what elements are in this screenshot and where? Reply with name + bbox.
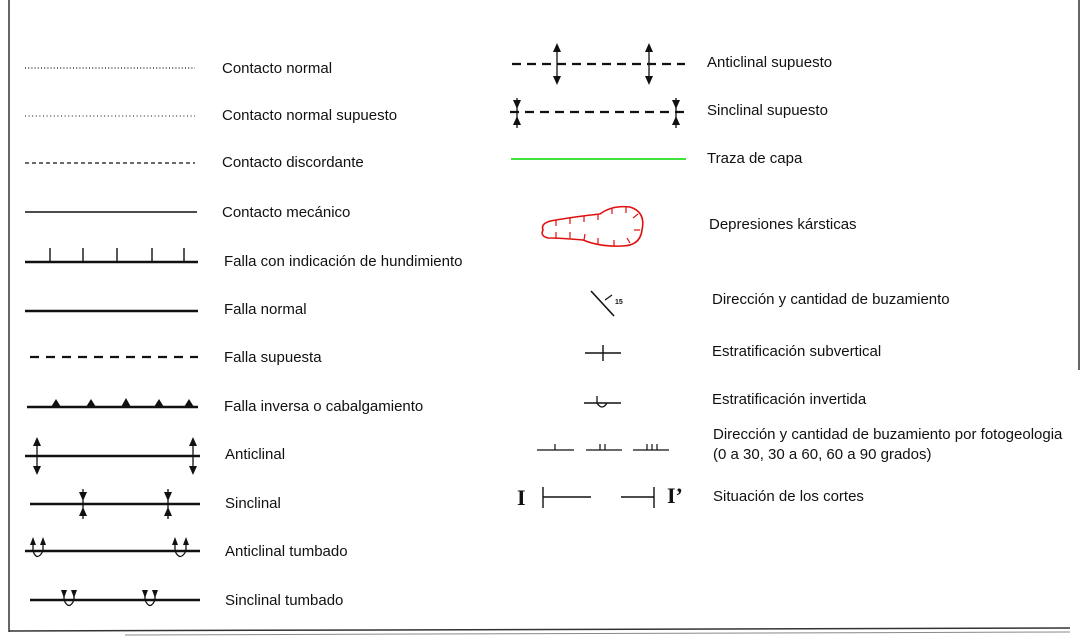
label-direccion-buzamiento: Dirección y cantidad de buzamiento: [712, 291, 950, 308]
label-anticlinal-supuesto: Anticlinal supuesto: [707, 54, 833, 71]
thrust-fault-symbol: [27, 398, 198, 409]
fault-ticks-symbol: [25, 248, 198, 264]
label-falla-hundimiento: Falla con indicación de hundimiento: [224, 253, 463, 270]
section-end-mark: I’: [667, 483, 683, 508]
label-falla-supuesta: Falla supuesta: [224, 349, 322, 366]
overturned-anticline-symbol: [25, 537, 200, 558]
label-traza-capa: Traza de capa: [707, 150, 803, 167]
label-depresiones: Depresiones kársticas: [709, 216, 857, 233]
photogeology-dip-symbol: [537, 444, 669, 451]
label-sinclinal: Sinclinal: [225, 495, 281, 512]
label-contacto-discordante: Contacto discordante: [222, 154, 364, 171]
section-line-symbol: [542, 487, 655, 508]
label-sinclinal-supuesto: Sinclinal supuesto: [707, 102, 828, 119]
label-direccion-fotogeologia: Dirección y cantidad de buzamiento por f…: [713, 426, 1063, 463]
section-start-mark: I: [517, 485, 526, 510]
frame-border-bottom: [8, 627, 1071, 632]
karst-depression-symbol: [541, 205, 644, 247]
label-anticlinal: Anticlinal: [225, 446, 286, 463]
overturned-syncline-symbol: [30, 590, 200, 607]
inferred-anticline-symbol: [512, 43, 685, 85]
label-falla-inversa: Falla inversa o cabalgamiento: [224, 398, 424, 415]
dip-value-label: 15: [615, 299, 623, 306]
label-estrat-subvertical: Estratificación subvertical: [712, 343, 882, 360]
label-contacto-mecanico: Contacto mecánico: [222, 204, 351, 221]
label-sinclinal-tumbado: Sinclinal tumbado: [225, 592, 344, 609]
anticline-symbol: [25, 437, 200, 475]
label-falla-normal: Falla normal: [224, 301, 307, 318]
inferred-syncline-symbol: [510, 98, 685, 128]
overturned-bedding-symbol: [584, 396, 621, 408]
label-contacto-normal: Contacto normal: [222, 60, 333, 77]
label-estrat-invertida: Estratificación invertida: [712, 391, 867, 408]
label-situacion-cortes: Situación de los cortes: [713, 488, 864, 505]
subvertical-bedding-symbol: [585, 345, 621, 361]
label-contacto-normal-supuesto: Contacto normal supuesto: [222, 107, 398, 124]
label-anticlinal-tumbado: Anticlinal tumbado: [225, 543, 348, 560]
frame-shadow-bottom: [124, 631, 1071, 636]
syncline-symbol: [30, 489, 200, 519]
dip-strike-symbol: 15: [590, 290, 623, 317]
